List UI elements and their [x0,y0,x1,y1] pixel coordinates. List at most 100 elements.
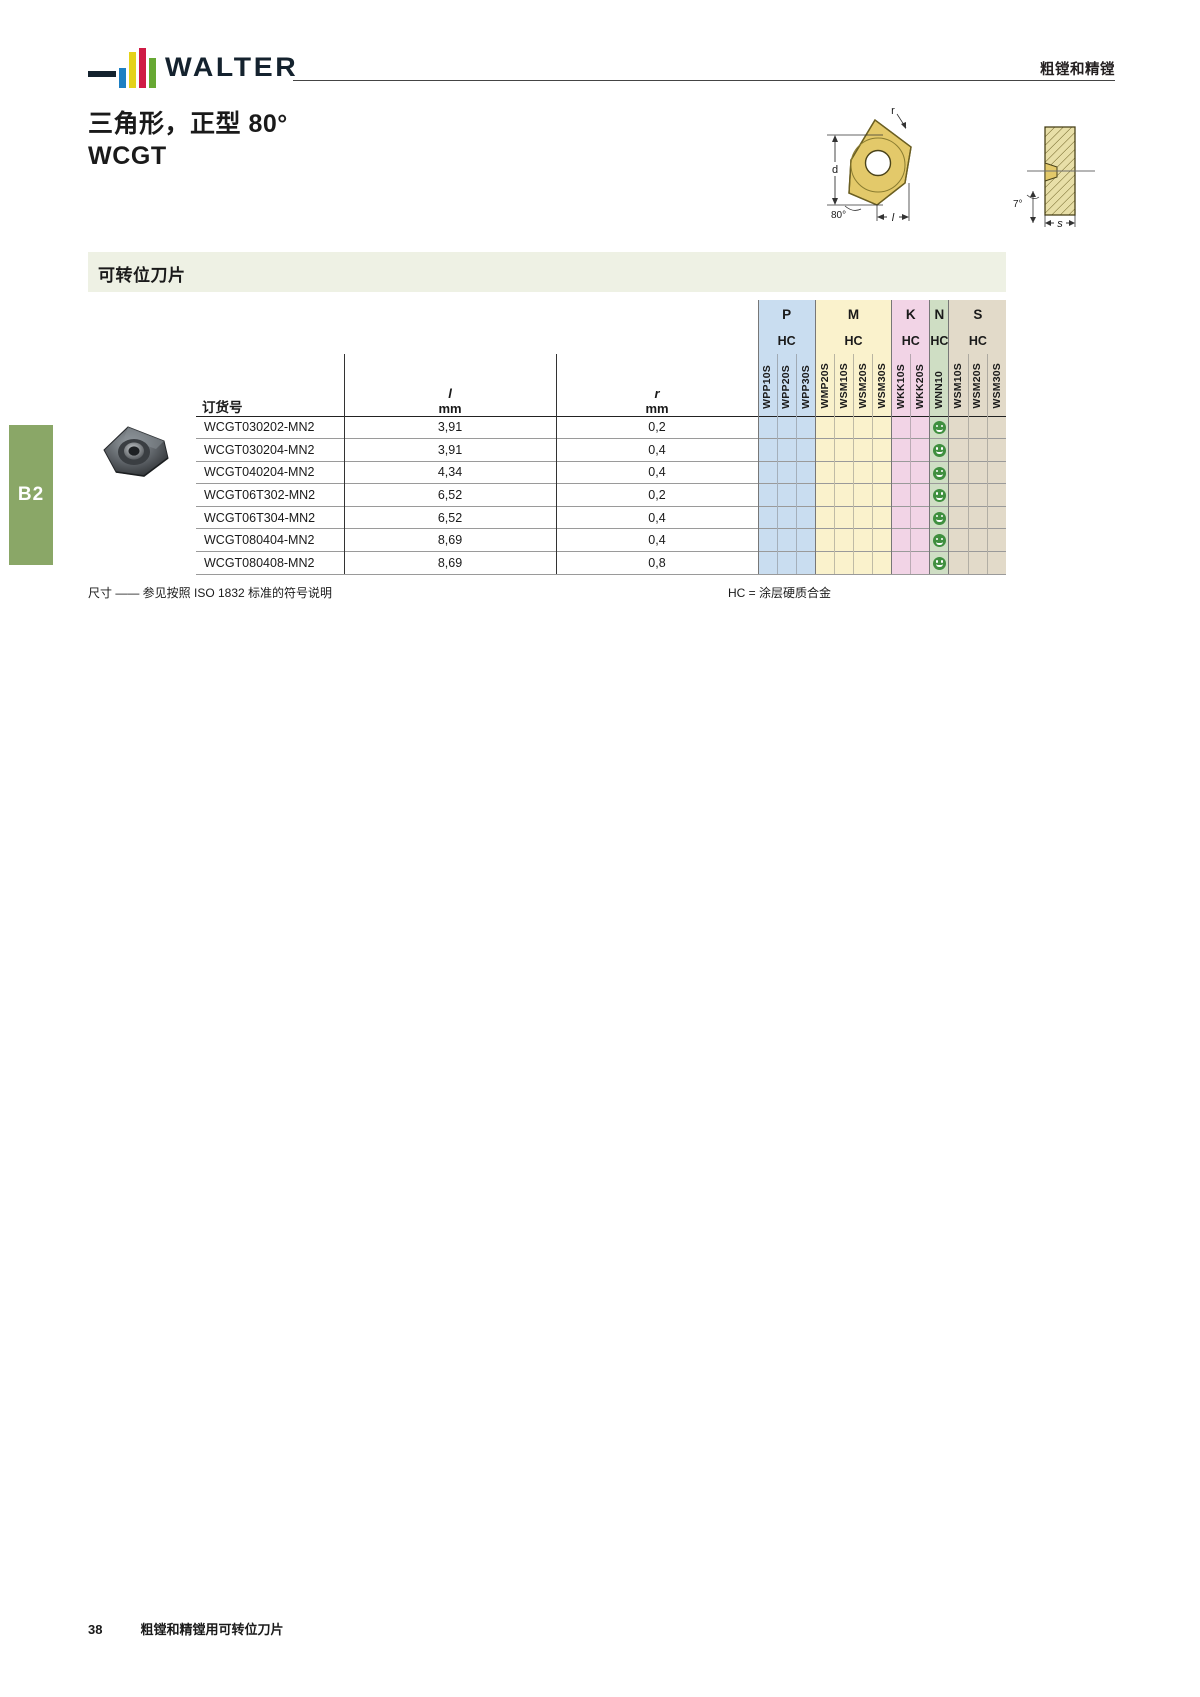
grade-column-label: WSM10S [837,362,850,409]
cell-grade-wsm30s [986,528,1007,552]
cell-order-number: WCGT06T304-MN2 [196,505,344,529]
grade-availability-indicator [932,556,946,570]
grade-availability-indicator [932,443,946,457]
cell-grade-wsm10s [948,528,969,552]
cell-grade-wpp10s [757,483,778,507]
cell-grade-wpp30s [795,483,816,507]
page-footer: 38 粗镗和精镗用可转位刀片 [88,1619,988,1639]
product-thumbnail [88,416,196,574]
grade-column-label: WPP10S [761,364,774,409]
cell-grade-wpp20s [776,528,797,552]
cell-length: 6,52 [343,505,556,529]
cell-grade-wpp10s [757,528,778,552]
cell-grade-wpp10s [757,415,778,439]
cell-radius: 0,4 [555,505,758,529]
cell-grade-wmp20s [814,505,835,529]
grade-column-wsm30s: WSM30S [872,354,892,416]
cell-grade-wmp20s [814,438,835,462]
footnote-dimensions: 尺寸 —— 参见按照 ISO 1832 标准的符号说明 [88,586,333,600]
cell-grade-wsm30s [986,505,1007,529]
cell-grade-wsm10s [833,505,854,529]
grade-availability-indicator [932,489,946,503]
cell-length: 6,52 [343,483,556,507]
grade-column-label: WSM20S [856,362,869,409]
cell-grade-wsm30s [872,505,892,529]
cell-grade-wsm30s [986,460,1007,484]
cell-grade-wkk10s [891,505,911,529]
cell-grade-wsm10s [948,483,969,507]
cell-grade-wpp30s [795,551,816,575]
grade-column-label: WPP20S [780,364,793,409]
cell-grade-wkk10s [891,528,911,552]
cell-length: 3,91 [343,438,556,462]
cell-grade-wpp20s [776,460,797,484]
header-image-cell [88,354,196,416]
cell-order-number: WCGT06T302-MN2 [196,483,344,507]
cell-grade-wsm20s [852,415,873,439]
grade-availability-indicator [932,466,946,480]
cell-grade-wmp20s [814,551,835,575]
cell-grade-wkk20s [910,551,930,575]
cell-grade-wsm10s [948,415,969,439]
page-header: WALTER 粗镗和精镗 [0,0,1200,95]
cell-grade-wnn10 [929,460,949,484]
cell-length: 3,91 [343,415,556,439]
page-title: 三角形，正型 80° WCGT [88,108,288,172]
drawing-label-80deg: 80° [831,210,846,221]
grade-column-wkk10s: WKK10S [891,354,911,416]
cell-grade-wmp20s [814,528,835,552]
cell-grade-wsm30s [986,438,1007,462]
cell-grade-wkk20s [910,438,930,462]
cell-grade-wsm30s [872,415,892,439]
grade-column-label: WNN10 [933,370,946,409]
cell-grade-wmp20s [814,483,835,507]
drawing-label-7deg: 7° [1013,199,1023,210]
header-spacer-cell [196,300,344,328]
cell-radius: 0,4 [555,438,758,462]
cell-grade-wpp20s [776,551,797,575]
grade-column-label: WPP30S [799,364,812,409]
logo-dash-icon [88,71,116,77]
chapter-tab-label: B2 [17,484,45,505]
grade-column-wpp20s: WPP20S [776,354,797,416]
cell-order-number: WCGT080404-MN2 [196,528,344,552]
cell-grade-wsm20s [852,505,873,529]
table-group-header-m: M [814,300,892,328]
cell-grade-wkk10s [891,415,911,439]
table-group-sub-k: HC [891,328,930,354]
cell-grade-wsm20s [852,483,873,507]
cell-grade-wnn10 [929,505,949,529]
header-spacer-cell [196,328,344,354]
logo-wordmark: WALTER [165,52,299,82]
cell-grade-wkk20s [910,483,930,507]
header-spacer-cell [344,328,556,354]
cell-grade-wsm10s [833,438,854,462]
table-group-sub-m: HC [814,328,892,354]
cell-grade-wsm10s [948,551,969,575]
table-group-header-p: P [757,300,816,328]
table-group-header-k: K [891,300,930,328]
cell-grade-wsm20s [967,528,988,552]
cell-grade-wsm30s [872,483,892,507]
cell-grade-wsm10s [948,438,969,462]
header-spacer-cell [88,328,196,354]
header-section-label: 粗镗和精镗 [1040,62,1115,78]
table-group-header-s: S [948,300,1007,328]
grade-column-label: WKK10S [894,363,907,409]
cell-grade-wkk10s [891,551,911,575]
chapter-tab-b2[interactable]: B2 [9,425,53,565]
cell-grade-wsm30s [986,483,1007,507]
cell-grade-wsm20s [967,505,988,529]
header-spacer-cell [556,300,758,328]
